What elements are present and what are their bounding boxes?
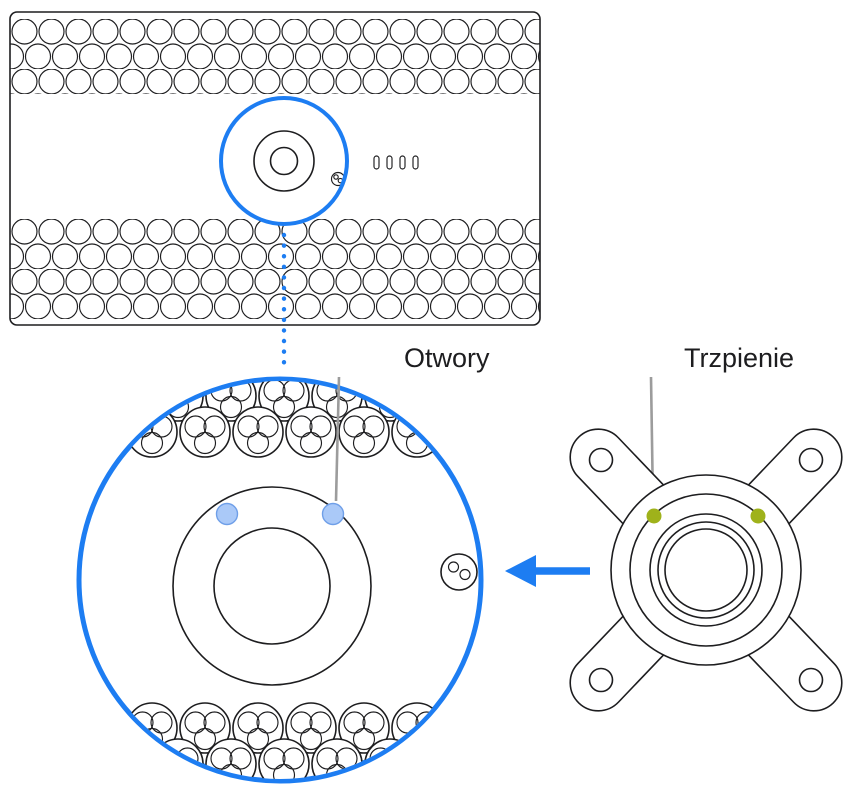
lattice-hole (179, 406, 231, 458)
mount-recess-inner (269, 146, 299, 176)
screw-hole-top-left (588, 447, 614, 473)
lattice-pattern-top (10, 19, 540, 94)
pin-left (646, 508, 662, 524)
alignment-hole-left (215, 502, 239, 526)
adapter-boss-outer (649, 513, 763, 627)
mount-recess-outer (253, 130, 315, 192)
lattice-hole (338, 406, 390, 458)
arrow-head (505, 555, 536, 587)
mount-recess-outer-magnified (172, 486, 372, 686)
leader-line-holes (334, 376, 341, 502)
screw-hole-bottom-right (798, 667, 824, 693)
highlight-circle (219, 96, 349, 226)
ports (373, 155, 419, 170)
adapter-center-hole (664, 528, 748, 612)
port (386, 155, 393, 170)
mount-area-backing (221, 98, 347, 224)
lattice-hole (126, 406, 178, 458)
magnifier-circle (76, 376, 484, 784)
label-pins: Trzpienie (684, 343, 795, 373)
lattice-hole (285, 406, 337, 458)
adapter-body (610, 474, 802, 666)
screw-hole-bottom-left (588, 667, 614, 693)
vesa-adapter (569, 428, 843, 712)
release-latch (440, 553, 478, 591)
alignment-hole-right (321, 502, 345, 526)
port (399, 155, 406, 170)
screw-hole-top-right (798, 447, 824, 473)
lattice-bands (10, 19, 540, 319)
adapter-boss-inner (657, 521, 755, 619)
display-rear-view (9, 11, 541, 326)
magnified-view (76, 376, 484, 784)
port (373, 155, 380, 170)
attach-arrow (505, 555, 590, 587)
magnified-content (126, 381, 478, 779)
adapter-flange-ring (629, 493, 783, 647)
pin-right (750, 508, 766, 524)
label-holes: Otwory (404, 343, 490, 373)
port (412, 155, 419, 170)
lattice-hole (232, 406, 284, 458)
lattice-pattern-bottom (10, 219, 540, 319)
mount-recess-inner-magnified (213, 527, 331, 645)
adapter-hub (610, 474, 802, 666)
